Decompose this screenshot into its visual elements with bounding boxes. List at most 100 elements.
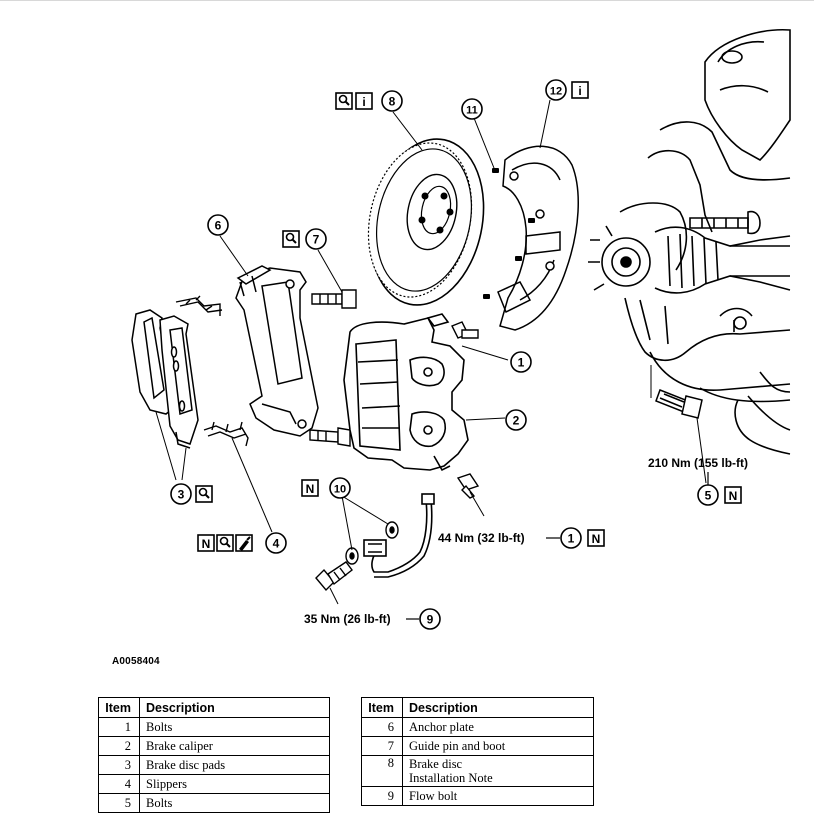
row-description: Brake disc pads	[139, 755, 330, 775]
table-row: 3 Brake disc pads	[98, 755, 330, 775]
callout-1-circle	[510, 351, 532, 373]
row-item: 3	[98, 755, 140, 775]
row-item: 9	[361, 786, 403, 806]
leader-11	[473, 117, 495, 169]
row-description: Guide pin and boot	[402, 736, 594, 756]
info-icon: i	[362, 95, 365, 109]
symbols-1b: N	[587, 529, 605, 547]
callout-8-circle	[381, 90, 403, 112]
row-description: Bolts	[139, 793, 330, 813]
callout-6-circle	[207, 214, 229, 236]
torque-1-label: 44 Nm (32 lb-ft)	[438, 531, 525, 545]
callout-11-label: 11	[466, 105, 478, 117]
callout-12-circle	[545, 79, 567, 101]
callout-10-label: 10	[334, 484, 346, 496]
leader-9	[329, 587, 339, 605]
pad-clip-top	[175, 295, 223, 316]
brake-pads-illustration	[131, 309, 199, 449]
callout-5-label: 5	[705, 489, 712, 503]
leader-10a	[341, 495, 389, 525]
parts-table-left: Item Description 1 Bolts 2 Brake caliper…	[98, 697, 330, 813]
row-item: 7	[361, 736, 403, 756]
callout-8-label: 8	[389, 95, 396, 109]
row-description: Slippers	[139, 774, 330, 794]
leader-2	[465, 417, 506, 421]
callout-3-circle	[170, 483, 192, 505]
row-description-line-2: Installation Note	[409, 771, 493, 785]
magnifier-icon	[338, 94, 350, 106]
callout-1b-circle	[560, 527, 582, 549]
row-item: 2	[98, 736, 140, 756]
steering-knuckle-illustration	[588, 29, 791, 455]
brake-caliper-illustration	[343, 313, 469, 472]
header-item: Item	[98, 697, 140, 718]
callout-10-circle	[329, 477, 351, 499]
flow-bolt-illustration	[315, 561, 353, 592]
leader-4	[231, 437, 273, 533]
leader-3a	[155, 411, 177, 481]
leader-1	[461, 345, 509, 361]
magnifier-icon	[219, 536, 231, 548]
new-part-icon: N	[202, 537, 211, 551]
callout-2-circle	[505, 409, 527, 431]
symbols-12: i	[571, 81, 589, 99]
leader-5	[696, 417, 707, 484]
row-description: Bolts	[139, 717, 330, 737]
table-row: 9 Flow bolt	[361, 786, 594, 806]
row-description: Anchor plate	[402, 717, 594, 737]
callout-3-label: 3	[178, 488, 185, 502]
row-description-line-1: Brake disc	[409, 757, 463, 771]
symbols-7	[282, 230, 300, 248]
leader-1-lower	[469, 491, 485, 517]
callout-9-label: 9	[427, 613, 434, 627]
callout-2-label: 2	[513, 414, 520, 428]
row-description: Brake caliper	[139, 736, 330, 756]
callout-7-circle	[305, 228, 327, 250]
magnifier-icon	[285, 232, 297, 244]
row-item: 5	[98, 793, 140, 813]
leader-7	[317, 249, 343, 293]
grease-brush-icon	[239, 536, 251, 551]
torque-5-label: 210 Nm (155 lb-ft)	[648, 456, 748, 470]
top-border-line	[0, 0, 814, 1]
row-item: 1	[98, 717, 140, 737]
leader-8	[392, 111, 423, 151]
row-description: Flow bolt	[402, 786, 594, 806]
table-row: 4 Slippers	[98, 774, 330, 794]
new-part-icon: N	[592, 532, 601, 546]
table-header-row: Item Description	[98, 697, 330, 718]
leader-10b	[341, 495, 353, 551]
figure-id: A0058404	[112, 656, 160, 667]
magnifier-icon	[198, 487, 210, 499]
table-row: 2 Brake caliper	[98, 736, 330, 756]
guide-pins-illustration	[309, 289, 357, 447]
bolt-5-illustration	[655, 389, 703, 419]
callout-9-circle	[419, 608, 441, 630]
info-icon: i	[578, 84, 581, 98]
symbols-8: i	[335, 92, 373, 110]
symbols-10: N	[301, 479, 319, 497]
table-header-row: Item Description	[361, 697, 594, 718]
row-item: 4	[98, 774, 140, 794]
callout-6-label: 6	[215, 219, 222, 233]
table-row: 1 Bolts	[98, 717, 330, 737]
leader-3b	[181, 447, 187, 481]
caliper-bolt-lower	[456, 473, 480, 499]
callout-1b-label: 1	[568, 532, 575, 546]
table-row: 5 Bolts	[98, 793, 330, 813]
table-row: 7 Guide pin and boot	[361, 736, 594, 756]
washers-illustration	[345, 521, 399, 565]
header-description: Description	[139, 697, 330, 718]
symbols-3	[195, 485, 213, 503]
table-row: 6 Anchor plate	[361, 717, 594, 737]
callout-12-label: 12	[550, 86, 562, 98]
symbols-5: N	[724, 486, 742, 504]
caliper-bolt-upper	[451, 321, 479, 339]
symbols-4: N	[197, 534, 253, 552]
callout-1-label: 1	[518, 356, 525, 370]
row-item: 6	[361, 717, 403, 737]
slippers-illustration	[203, 421, 249, 447]
